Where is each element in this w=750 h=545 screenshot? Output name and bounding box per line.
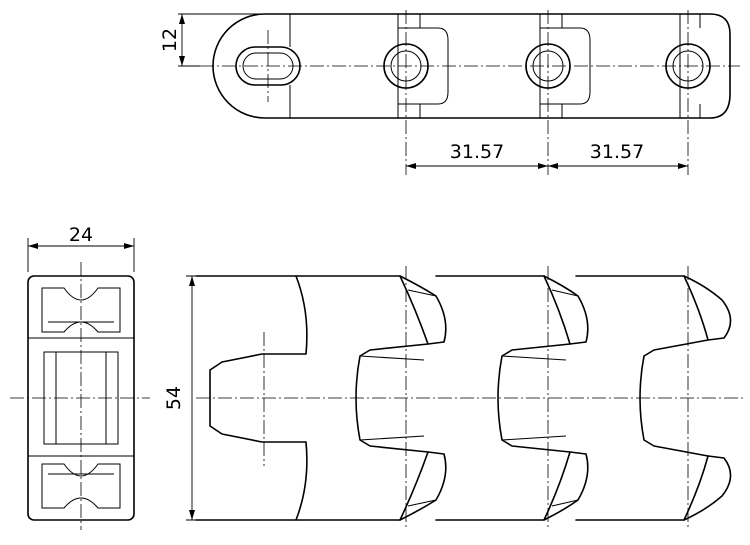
top-view: 12 31.57 31.57 (159, 10, 740, 175)
end-view: 24 (10, 224, 150, 530)
chain-link-1-tooth (399, 275, 447, 521)
end-view-upper-pocket (41, 287, 121, 333)
dimension-width: 24 (27, 224, 135, 272)
chain-link-2 (435, 275, 571, 521)
dimension-height-label: 54 (163, 386, 185, 410)
dimension-pitch-1-label: 31.57 (450, 141, 504, 163)
chain-link-2-tooth (543, 275, 589, 521)
dimension-pitch-2: 31.57 (548, 141, 688, 169)
dimension-pitch-1: 31.57 (406, 141, 548, 169)
chain-link-3-tooth (683, 275, 732, 521)
front-view: 54 (163, 266, 745, 530)
dimension-pitch-2-label: 31.57 (590, 141, 644, 163)
top-view-body (212, 13, 731, 119)
dimension-width-label: 24 (69, 224, 93, 246)
dimension-thickness: 12 (159, 13, 262, 67)
dimension-thickness-label: 12 (159, 28, 181, 52)
